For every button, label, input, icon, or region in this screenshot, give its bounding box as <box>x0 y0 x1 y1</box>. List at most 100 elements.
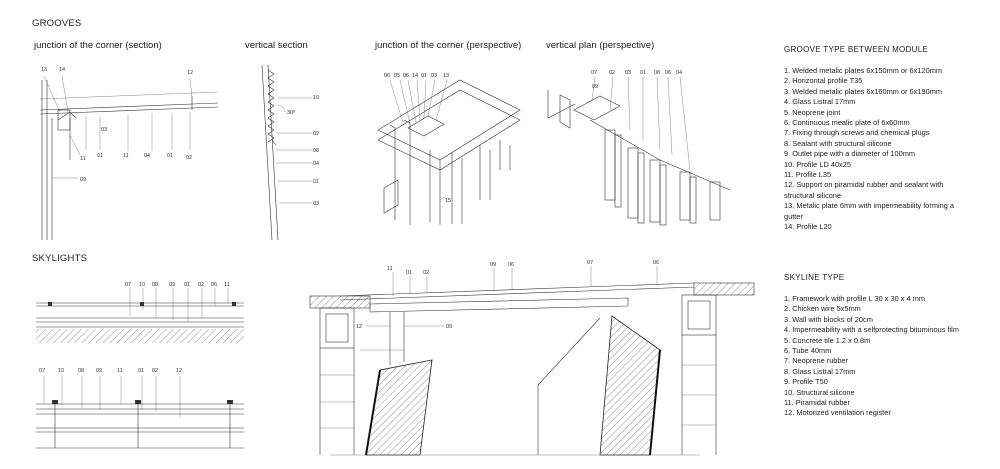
skyline-legend-item: 11. Piramidal rubber <box>784 398 850 408</box>
groove-legend-item: 5. Neoprene joint <box>784 107 841 117</box>
tag: 30º <box>287 109 295 116</box>
view-title-vertical-section: vertical section <box>245 40 308 51</box>
tag: 12 <box>356 324 362 330</box>
groove-legend-item: 13. Metalic plate 6mm with impermeabilit… <box>784 201 955 221</box>
skyline-legend-item: 5. Concrete tile 1.2 x 0.8m <box>784 335 871 345</box>
tag: 06 <box>508 262 514 268</box>
tag: 01 <box>97 153 103 159</box>
tag: 08 <box>313 148 319 154</box>
tag: 01 <box>421 73 427 79</box>
groove-legend-item: 7. Fixing through screws and chemical pl… <box>784 128 930 138</box>
tag: 09 <box>96 368 102 374</box>
tag: 07 <box>125 282 131 288</box>
skyline-legend-title: SKYLINE TYPE <box>784 273 845 282</box>
tag: 04 <box>144 153 150 159</box>
tag: 06 <box>665 70 671 76</box>
tag: 01 <box>406 270 412 276</box>
skyline-legend-item: 2. Chicken wire 5x5mm <box>784 304 861 314</box>
tag: 14 <box>412 73 418 79</box>
view-title-vertical-plan: vertical plan (perspective) <box>546 40 655 51</box>
tag: 07 <box>587 260 593 266</box>
skyline-legend-item: 1. Framework with profile L 30 x 30 x 4 … <box>784 294 926 303</box>
skyline-legend-item: 7. Neoprene rubber <box>784 356 849 366</box>
skyline-legend-item: 12. Motorized ventilation register <box>784 408 891 418</box>
groove-legend-item: 4. Glass Listral 17mm <box>784 97 856 107</box>
tag: 09 <box>592 84 598 90</box>
tag: 08 <box>654 70 660 76</box>
corner-section-drawing <box>39 75 219 240</box>
skylight-section-drawing <box>309 266 755 456</box>
tag: 02 <box>313 131 319 137</box>
tag: 11 <box>224 282 230 288</box>
tag: 11 <box>387 266 393 272</box>
skyline-legend-item: 9. Profile T50 <box>784 377 828 387</box>
tag: 01 <box>138 368 144 374</box>
tag: 10 <box>58 368 64 374</box>
tag: 11 <box>117 368 123 374</box>
tag: 05 <box>394 73 400 79</box>
tag: 03 <box>431 73 437 79</box>
view-title-corner-perspective: junction of the corner (perspective) <box>375 40 522 51</box>
tag: 02 <box>152 368 158 374</box>
tag: 04 <box>676 70 682 76</box>
tag: 09 <box>446 324 452 330</box>
tag: 02 <box>423 270 429 276</box>
tag: 12 <box>176 368 182 374</box>
tag: 01 <box>313 179 319 185</box>
tag: 06 <box>211 282 217 288</box>
tag: 07 <box>591 70 597 76</box>
groove-legend-list: 1. Welded metalic plates 6x150mm or 6x12… <box>784 66 974 233</box>
tag: 01 <box>167 153 173 159</box>
groove-legend-item: 8. Sealant with structural silicone <box>784 138 892 148</box>
tag: 15 <box>445 198 451 204</box>
skyline-legend-item: 10. Structural silicone <box>784 387 855 397</box>
tag: 03 <box>313 201 319 207</box>
vertical-section-drawing <box>261 64 312 241</box>
tag: 03 <box>101 127 107 133</box>
view-title-corner-section: junction of the corner (section) <box>34 40 162 51</box>
tag: 07 <box>39 368 45 374</box>
groove-legend-item: 10. Profile LD 40x25 <box>784 159 851 169</box>
groove-legend-item: 11. Profile L35 <box>784 170 832 180</box>
skyline-legend-item: 4. Impermeability with a selfprotecting … <box>784 325 959 335</box>
tag: 02 <box>198 282 204 288</box>
tag: 13 <box>443 73 449 79</box>
tag: 09 <box>169 282 175 288</box>
skyline-legend-item: 3. Wall with blocks of 20cm <box>784 314 873 324</box>
skylight-bottom-drawing <box>36 376 244 449</box>
tag: 06 <box>384 73 390 79</box>
skyline-legend-list: 1. Framework with profile L 30 x 30 x 4 … <box>784 294 984 419</box>
skylight-top-drawing <box>36 288 244 343</box>
skyline-legend-item: 8. Glass Listral 17mm <box>784 366 856 376</box>
corner-perspective-drawing <box>377 79 521 225</box>
tag: 03 <box>625 70 631 76</box>
tag: 04 <box>313 161 319 167</box>
tag: 02 <box>609 70 615 76</box>
tag: 11 <box>123 153 129 159</box>
tag: 02 <box>186 155 192 161</box>
tag: 08 <box>78 368 84 374</box>
tag: 06 <box>653 260 659 266</box>
tag: 14 <box>59 67 65 73</box>
tag: 09 <box>490 262 496 268</box>
vertical-plan-drawing <box>547 76 731 226</box>
groove-legend-title: GROOVE TYPE BETWEEN MODULE <box>784 45 929 54</box>
tag: 09 <box>80 177 86 183</box>
groove-legend-item: 12. Support on piramidal rubber and seal… <box>784 180 944 200</box>
skyline-legend-item: 6. Tube 40mm <box>784 346 832 356</box>
tag: 01 <box>184 282 190 288</box>
groove-legend-item: 2. Horizontal profile T35 <box>784 76 863 86</box>
tag: 13 <box>41 67 47 73</box>
tag: 11 <box>80 156 86 162</box>
groove-legend-item: 3. Welded metalic plates 6x160mm or 6x19… <box>784 86 943 96</box>
groove-legend-item: 14. Profile L20 <box>784 222 832 232</box>
tag: 06 <box>403 73 409 79</box>
groove-legend-item: 9. Outlet pipe with a diameter of 100mm <box>784 149 916 159</box>
tag: 12 <box>187 70 193 76</box>
groove-legend-item: 6. Continuous mealic plate of 6x60mm <box>784 118 910 128</box>
skylights-heading: SKYLIGHTS <box>32 253 88 264</box>
tag: 01 <box>640 70 646 76</box>
grooves-heading: GROOVES <box>32 18 82 29</box>
groove-legend-item: 1. Welded metalic plates 6x150mm or 6x12… <box>784 66 943 75</box>
